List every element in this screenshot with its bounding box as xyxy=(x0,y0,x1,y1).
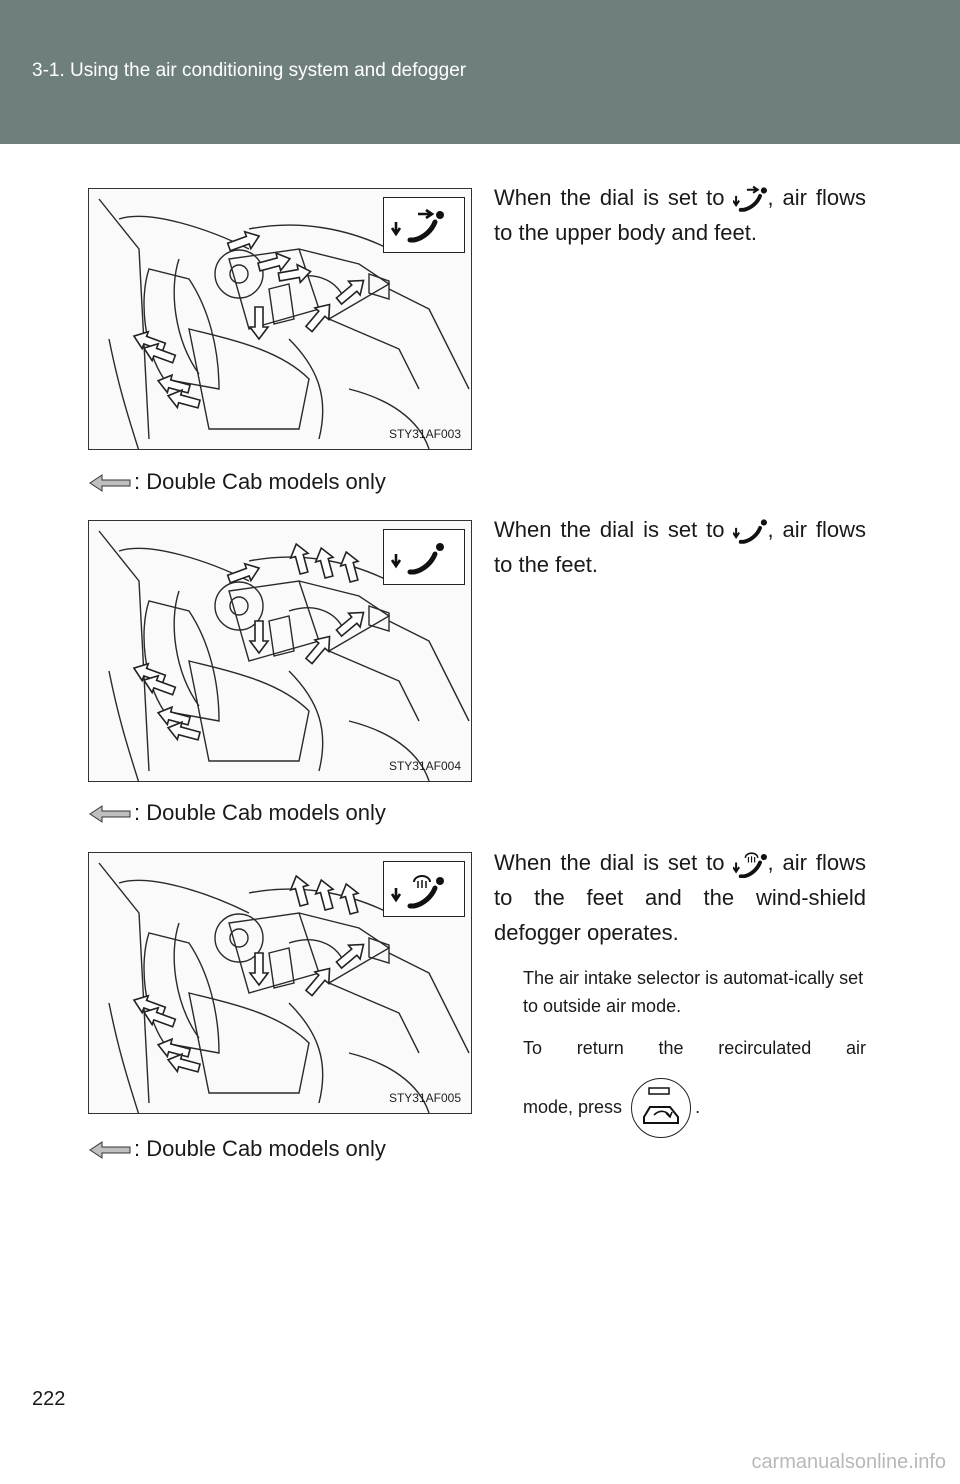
note-text: mode, press xyxy=(523,1097,623,1117)
mode-indicator xyxy=(383,529,465,585)
recirculate-note-line2: mode, press . xyxy=(523,1076,866,1139)
recirculate-note-line1: To return the recirculated air xyxy=(523,1038,866,1058)
legend-text: : Double Cab models only xyxy=(134,800,386,825)
feet-defog-mode-icon xyxy=(390,862,464,916)
figure-id: STY31AF004 xyxy=(388,759,461,773)
note-text: . xyxy=(695,1097,701,1117)
feet-defog-mode-icon xyxy=(733,852,768,879)
feet-mode-icon xyxy=(733,517,768,544)
mode-description: When the dial is set to , air flows to t… xyxy=(494,845,866,950)
mode-indicator xyxy=(383,861,465,917)
figure-feet-defog: STY31AF005 xyxy=(88,852,472,1114)
description-text: When the dial is set to xyxy=(494,517,734,542)
legend-double-cab: : Double Cab models only xyxy=(88,1136,386,1162)
figure-face-feet: STY31AF003 xyxy=(88,188,472,450)
mode-description: When the dial is set to , air flows to t… xyxy=(494,512,866,582)
legend-double-cab: : Double Cab models only xyxy=(88,800,386,826)
page-number: 222 xyxy=(32,1388,66,1410)
watermark: carmanualsonline.info xyxy=(751,1451,946,1473)
description-text: When the dial is set to xyxy=(494,850,734,875)
airflow-arrow-icon xyxy=(89,474,131,493)
page-header: 3-1. Using the air conditioning system a… xyxy=(0,0,960,144)
legend-text: : Double Cab models only xyxy=(134,469,386,494)
face-feet-mode-icon xyxy=(733,185,768,212)
recirculated-air-button xyxy=(631,1078,692,1139)
recirculated-air-icon xyxy=(643,1087,680,1125)
figure-feet: STY31AF004 xyxy=(88,520,472,782)
legend-text: : Double Cab models only xyxy=(134,1136,386,1161)
intake-note: The air intake selector is automat-icall… xyxy=(523,968,864,1016)
description-text: , air flows to the feet. xyxy=(494,517,866,577)
face-feet-mode-icon xyxy=(390,198,464,252)
airflow-arrow-icon xyxy=(89,1141,131,1160)
description-text: , air flows to the upper body and feet. xyxy=(494,185,866,245)
mode-description: When the dial is set to , air flows to t… xyxy=(494,180,866,250)
figure-id: STY31AF005 xyxy=(388,1091,461,1105)
feet-mode-icon xyxy=(390,530,464,584)
figure-id: STY31AF003 xyxy=(388,427,461,441)
description-text: , air flows to the feet and the wind-shi… xyxy=(494,850,866,945)
airflow-arrow-icon xyxy=(89,805,131,824)
description-text: When the dial is set to xyxy=(494,185,734,210)
mode-indicator xyxy=(383,197,465,253)
legend-double-cab: : Double Cab models only xyxy=(88,469,386,495)
section-title: 3-1. Using the air conditioning system a… xyxy=(32,60,467,81)
